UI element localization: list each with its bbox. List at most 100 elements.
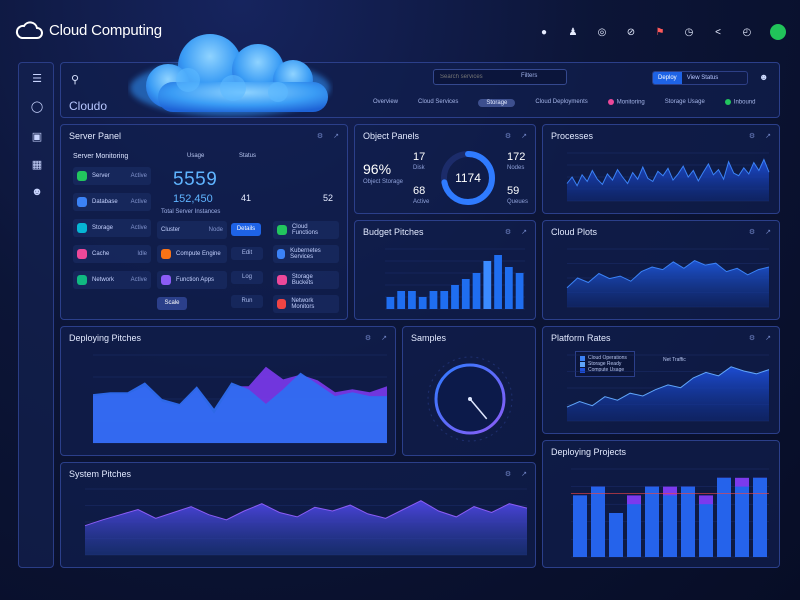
tab-cloud-deployments[interactable]: Cloud Deployments [535, 99, 588, 105]
flag-icon[interactable]: ⚑ [655, 26, 665, 38]
filter-label[interactable]: Filters [521, 73, 538, 79]
tab-inbound[interactable]: Inbound [724, 99, 756, 107]
bucket-icon [277, 275, 287, 285]
details-button[interactable]: Details [231, 223, 261, 236]
file-icon[interactable]: ▣ [31, 130, 43, 143]
metric-small-a: 41 [241, 193, 252, 203]
cache-icon [77, 249, 87, 259]
legend-label: Storage Ready [588, 361, 622, 367]
user-icon[interactable]: ☻ [759, 72, 769, 82]
settings-icon[interactable]: ⚙ [748, 335, 756, 342]
list-item-label: Network Monitors [291, 298, 315, 310]
series-line [566, 158, 770, 187]
edit-button[interactable]: Edit [231, 247, 263, 260]
timer-icon[interactable]: ◴ [742, 26, 752, 38]
bar [483, 261, 492, 309]
list-item[interactable]: Compute Engine [157, 245, 227, 263]
settings-icon[interactable]: ⚙ [364, 335, 372, 342]
panel-tools: ⚙↗ [365, 334, 387, 342]
cloud-icon [15, 21, 43, 39]
expand-icon[interactable]: ↗ [521, 229, 527, 236]
expand-icon[interactable]: ↗ [765, 229, 771, 236]
share-icon[interactable]: < [715, 26, 721, 38]
bar [461, 279, 470, 309]
tab-storage-usage[interactable]: Storage Usage [664, 99, 705, 105]
ring-value: 1174 [455, 171, 481, 185]
bar [397, 291, 406, 309]
search-icon[interactable]: ⚲ [71, 74, 80, 86]
tab-monitoring[interactable]: Monitoring [607, 99, 645, 107]
server-icon [77, 171, 87, 181]
object-panel-title: Object Panels [363, 131, 420, 141]
list-item[interactable]: Storage Active [73, 219, 151, 237]
tab-storage[interactable]: Storage [478, 99, 516, 107]
queues-caption: Queues [507, 199, 529, 205]
settings-icon[interactable]: ⚙ [748, 133, 756, 140]
list-item[interactable]: Cloud Functions [273, 221, 339, 239]
cloud-plots-panel: Cloud Plots ⚙↗ [542, 220, 780, 320]
list-item-label: Storage [92, 225, 114, 231]
settings-icon[interactable]: ⚙ [504, 471, 512, 478]
list-item[interactable]: Cluster Node [157, 221, 227, 239]
cloud-plots-chart [566, 248, 770, 308]
expand-icon[interactable]: ↗ [521, 471, 527, 478]
expand-icon[interactable]: ↗ [521, 133, 527, 140]
deploying-pitches-chart [93, 354, 387, 444]
list-item-label: Function Apps [176, 277, 215, 283]
crossed-icon[interactable]: ⊘ [626, 26, 636, 38]
settings-icon[interactable]: ⚙ [748, 229, 756, 236]
briefcase-icon[interactable]: ▦ [31, 158, 43, 171]
app-title: Cloud Computing [49, 21, 162, 39]
area-series [85, 500, 527, 555]
expand-icon[interactable]: ↗ [765, 335, 771, 342]
list-item-value: Idle [137, 251, 147, 257]
search-input[interactable] [433, 69, 567, 85]
series-line [84, 500, 528, 527]
list-item[interactable]: Function Apps [157, 271, 227, 289]
menu-icon[interactable]: ☰ [32, 72, 42, 85]
deploy-button[interactable]: Deploy [653, 72, 682, 84]
deploying-pitches-title: Deploying Pitches [69, 333, 142, 343]
clock-icon[interactable]: ◷ [684, 26, 694, 38]
deploy-button-group[interactable]: Deploy View Status [652, 71, 748, 85]
list-item[interactable]: Database Active [73, 193, 151, 211]
tab-overview[interactable]: Overview [373, 99, 399, 105]
target-icon[interactable]: ◎ [597, 26, 607, 38]
system-pitches-chart [84, 488, 528, 556]
object-ring-gauge: 1174 [441, 151, 495, 205]
person-icon[interactable]: ♟ [568, 26, 578, 38]
list-item[interactable]: Kubernetes Services [273, 245, 339, 263]
settings-icon[interactable]: ⚙ [504, 133, 512, 140]
expand-icon[interactable]: ↗ [333, 133, 339, 140]
view-status-button[interactable]: View Status [686, 75, 719, 81]
top-icon-bar: ● ♟ ◎ ⊘ ⚑ ◷ < ◴ [538, 24, 786, 40]
avatar[interactable] [770, 24, 786, 40]
server-instances-metric: 5559 [173, 169, 218, 190]
list-item[interactable]: Server Active [73, 167, 151, 185]
apple-icon[interactable]: ● [540, 26, 548, 38]
network-icon [77, 275, 87, 285]
series-line [566, 366, 770, 408]
list-item-value: Active [130, 225, 147, 231]
expand-icon[interactable]: ↗ [381, 335, 387, 342]
run-button[interactable]: Run [231, 295, 263, 308]
list-item[interactable]: Network Monitors [273, 295, 339, 313]
list-item[interactable]: Cache Idle [73, 245, 151, 263]
list-item[interactable]: Network Active [73, 271, 151, 289]
settings-icon[interactable]: ⚙ [504, 229, 512, 236]
cloud-illustration [130, 34, 330, 116]
bar [681, 486, 695, 557]
list-item[interactable]: Storage Buckets [273, 271, 339, 289]
function-icon [161, 275, 171, 285]
queues-value: 59 [507, 185, 520, 197]
legend-item: Cloud Operations [580, 355, 630, 361]
system-pitches-panel: System Pitches ⚙↗ [60, 462, 536, 568]
history-icon[interactable]: ◯ [30, 100, 44, 113]
settings-icon[interactable]: ⚙ [316, 133, 324, 140]
scale-button[interactable]: Scale [157, 297, 187, 310]
users-icon[interactable]: ☻ [31, 186, 43, 198]
log-button[interactable]: Log [231, 271, 263, 284]
app-logo[interactable]: Cloud Computing [14, 20, 162, 40]
tab-cloud-services[interactable]: Cloud Services [418, 99, 459, 105]
expand-icon[interactable]: ↗ [765, 133, 771, 140]
